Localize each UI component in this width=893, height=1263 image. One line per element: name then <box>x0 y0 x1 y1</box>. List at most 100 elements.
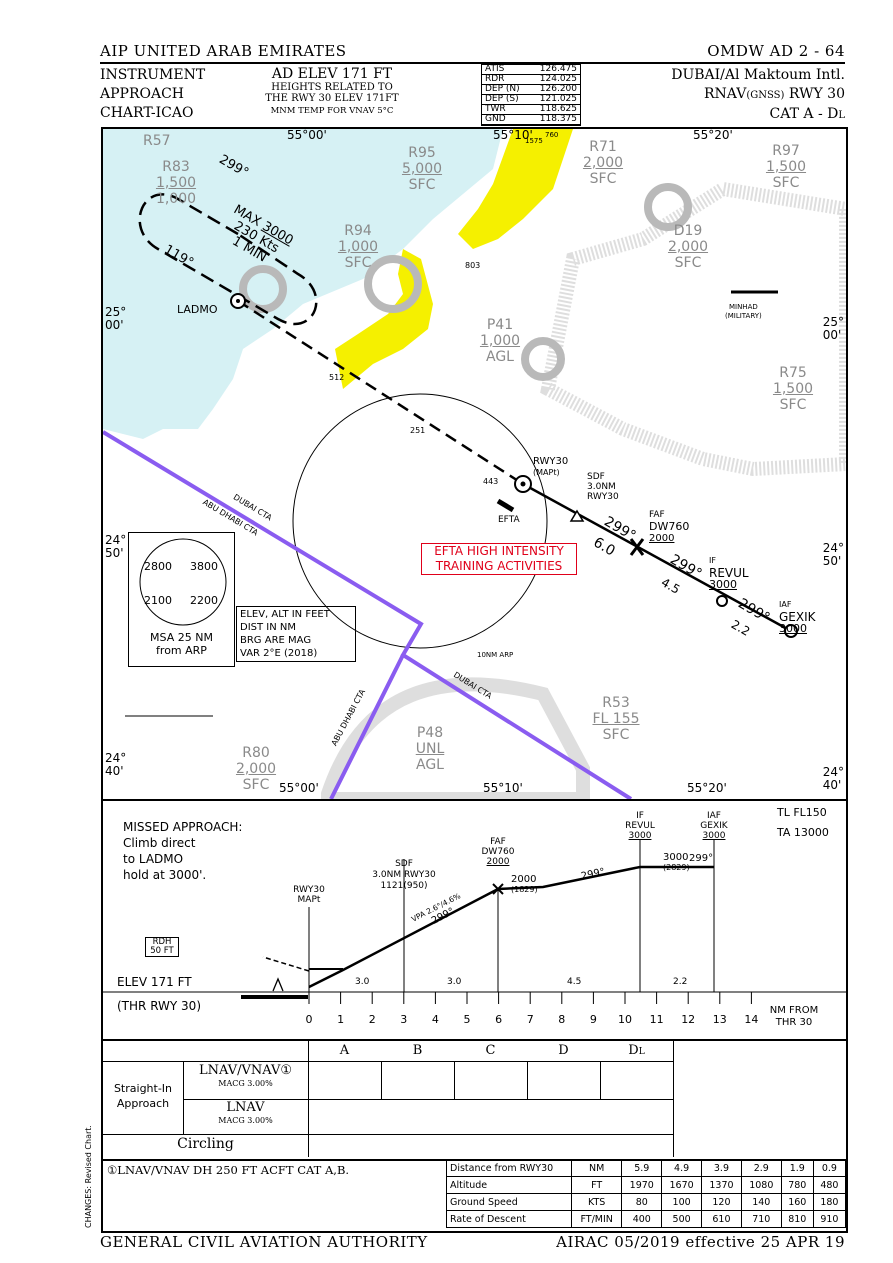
p41-area <box>521 337 565 381</box>
chart-type: INSTRUMENT APPROACH CHART-ICAO <box>100 66 205 123</box>
aip-title: AIP UNITED ARAB EMIRATES <box>100 42 347 60</box>
scale-label: 0 <box>305 1013 313 1026</box>
frequency-value: 124.025 <box>539 74 577 84</box>
rod-label: Rate of Descent <box>446 1210 572 1228</box>
frequency-value: 121.025 <box>539 94 577 104</box>
restricted-area-yellow <box>458 129 573 249</box>
if-fix <box>716 595 728 607</box>
frequency-name: ATIS <box>485 64 505 74</box>
lat-label: 24°50' <box>105 533 127 560</box>
rod-value: 160 <box>780 1193 814 1211</box>
cat-b: B <box>412 1043 423 1058</box>
rod-value: 180 <box>812 1193 847 1211</box>
profile-if-alt: 3000(2829) <box>663 852 690 873</box>
rod-unit: NM <box>570 1159 623 1177</box>
plan-view-svg <box>103 129 846 799</box>
mapt-fix-center <box>520 481 526 487</box>
rod-value: 1670 <box>661 1176 703 1194</box>
lon-label: 55°20' <box>693 128 733 142</box>
heights-note: HEIGHTS RELATED TO <box>271 82 393 93</box>
frequency-value: 126.475 <box>539 64 577 74</box>
lon-label: 55°00' <box>279 781 319 795</box>
segment-distance: 4.5 <box>567 977 582 987</box>
ad-elevation: AD ELEV 171 FT <box>271 66 393 82</box>
cat-d: D <box>558 1043 569 1058</box>
cat-dl: DL <box>628 1043 645 1058</box>
procedure-name: RNAV(GNSS) RWY 30 <box>704 86 845 102</box>
lon-label: 55°10' <box>483 781 523 795</box>
sea-area <box>103 129 503 439</box>
msa-sector: 2200 <box>190 594 218 607</box>
profile-faf-alt: 2000(1829) <box>511 874 538 895</box>
rod-value: 1970 <box>621 1176 663 1194</box>
rod-value: 1370 <box>701 1176 742 1194</box>
r94-area <box>364 255 422 313</box>
obstacle-elev: 760 <box>545 131 559 139</box>
cta-boundary <box>103 430 633 799</box>
d19-area <box>644 183 692 231</box>
bottom-section: ①LNAV/VNAV DH 250 FT ACFT CAT A,B. Dista… <box>101 1159 848 1233</box>
profile-course: 299° <box>689 853 714 864</box>
sdf-fix <box>569 509 585 522</box>
rod-value: 610 <box>701 1210 742 1228</box>
circling-label: Circling <box>177 1136 234 1152</box>
rod-unit: KTS <box>570 1193 623 1211</box>
holding-pattern <box>138 193 318 326</box>
profile-threshold: (THR RWY 30) <box>117 999 201 1013</box>
segment-distance: 3.0 <box>447 977 462 987</box>
chart-type-line: INSTRUMENT <box>100 67 206 83</box>
ten-nm-ring <box>292 393 548 649</box>
lat-label: 25°00' <box>822 315 844 342</box>
scale-label: 14 <box>744 1013 759 1026</box>
missed-approach <box>262 956 310 972</box>
segment-distance: 3.0 <box>355 977 370 987</box>
faf-cross <box>492 883 504 895</box>
rod-value: 400 <box>621 1210 663 1228</box>
frequency-name: DEP (N) <box>485 84 520 94</box>
scale-label: 1 <box>337 1013 345 1026</box>
chart-type-line: CHART-ICAO <box>100 105 194 121</box>
scale-label: 5 <box>463 1013 471 1026</box>
footer-authority: GENERAL CIVIL AVIATION AUTHORITY <box>100 1233 428 1251</box>
frequency-name: RDR <box>485 74 505 84</box>
restricted-hatch <box>540 181 846 477</box>
scale-label: 10 <box>618 1013 632 1026</box>
cat-c: C <box>485 1043 496 1058</box>
frequency-name: TWR <box>485 104 506 114</box>
ladmo-fix-center <box>236 299 240 303</box>
segment-distance: 2.2 <box>673 977 688 987</box>
restricted-area-yellow <box>335 249 433 389</box>
lon-label: 55°10' <box>493 128 533 142</box>
scale-label: 8 <box>558 1013 566 1026</box>
aircraft-category: CAT A - DL <box>769 106 845 122</box>
frequency-name: GND <box>485 114 506 124</box>
cta-boundary <box>329 654 405 799</box>
rod-value: 480 <box>812 1176 847 1194</box>
lat-label: 24°40' <box>105 751 127 778</box>
msa-sector: 2800 <box>144 560 172 573</box>
